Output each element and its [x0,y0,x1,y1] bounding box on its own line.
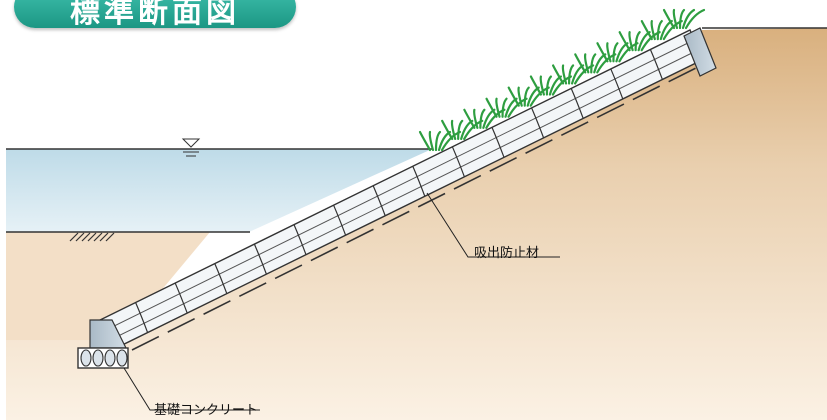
grass-blade [662,8,676,30]
mat-joint [174,282,188,314]
soil-bank [6,28,827,420]
grass-blade [590,53,597,74]
grass-blade [539,75,546,96]
grass-blade [523,86,530,107]
grass-blade [479,108,486,129]
grass-vegetation [418,8,706,152]
mat-joint [531,107,545,139]
grass-blade [507,86,520,107]
foundation-pipe [80,349,92,367]
grass-blade [495,97,501,118]
suction-prevention-label: 吸出防止材 [474,246,540,261]
mat-joint [333,204,347,236]
mat-joint [570,88,584,119]
foundation-pipe [92,349,104,367]
grass-blade [574,53,587,74]
seabed-hatch-icon [69,232,115,242]
grass-blade [561,64,568,85]
grass-blade [606,42,612,63]
grass-blade [628,31,634,52]
page-title-text: 標準断面図 [70,0,240,28]
suction-leader-line [426,192,560,258]
foundation-pipe [104,349,116,367]
grass-blade [545,75,553,96]
mat-joint [610,68,624,100]
grass-blade [583,53,590,74]
mat-joint [491,127,505,158]
mat-joint [214,263,228,294]
mat-joint [253,243,267,275]
grass-blade [684,8,706,30]
foundation-leader-line [123,367,260,411]
suction-prevention-layer [131,65,701,351]
grass-blade [450,119,457,141]
grass-blade [517,86,523,107]
grass-blade [485,97,498,118]
grass-blade [501,97,508,118]
page-title: 標準断面図 [14,0,296,28]
grass-blade [418,130,432,152]
water-level-triangle-icon [181,138,201,157]
mat-joint [372,185,386,216]
seabed-soil [6,232,210,340]
grass-blade [567,64,575,85]
grass-blade [463,108,476,129]
water-body [6,149,432,232]
grass-blade [656,19,663,41]
grass-blade [612,42,619,63]
crest-concrete-block [683,27,717,77]
grass-blade [441,119,454,141]
grass-blade [640,19,653,41]
grass-blade [457,119,464,141]
grass-blade [551,64,565,85]
mat-joint [135,302,149,333]
grass-blade [434,130,442,152]
armor-mat-joints [135,49,663,333]
grass-blade [618,31,631,52]
mat-joint [293,224,307,255]
mat-joint [451,146,465,178]
foundation-concrete [77,319,129,369]
leader-lines [123,192,560,411]
mat-joint [649,49,663,80]
grass-blade [529,75,543,96]
mat-joint [412,166,426,197]
foundation-concrete-label: 基礎コンクリート [154,403,259,418]
grass-blade [596,42,609,63]
grass-blade [650,19,656,41]
grass-blade [473,108,479,129]
foundation-pipe [116,349,128,367]
grass-blade [428,130,435,152]
grass-blade [672,8,679,30]
grass-blade [681,8,696,30]
grass-blade [678,8,686,30]
grass-blade [634,31,641,52]
